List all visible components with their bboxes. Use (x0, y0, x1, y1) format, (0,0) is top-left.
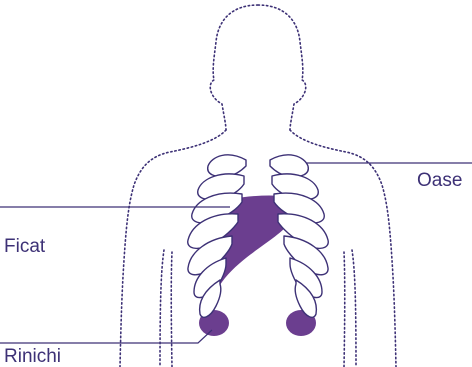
label-liver: Ficat (4, 237, 45, 256)
label-bones: Oase (417, 171, 462, 190)
leader-line-kidneys (0, 330, 212, 343)
body-outline-icon (120, 5, 396, 367)
label-kidneys: Rinichi (4, 347, 61, 366)
